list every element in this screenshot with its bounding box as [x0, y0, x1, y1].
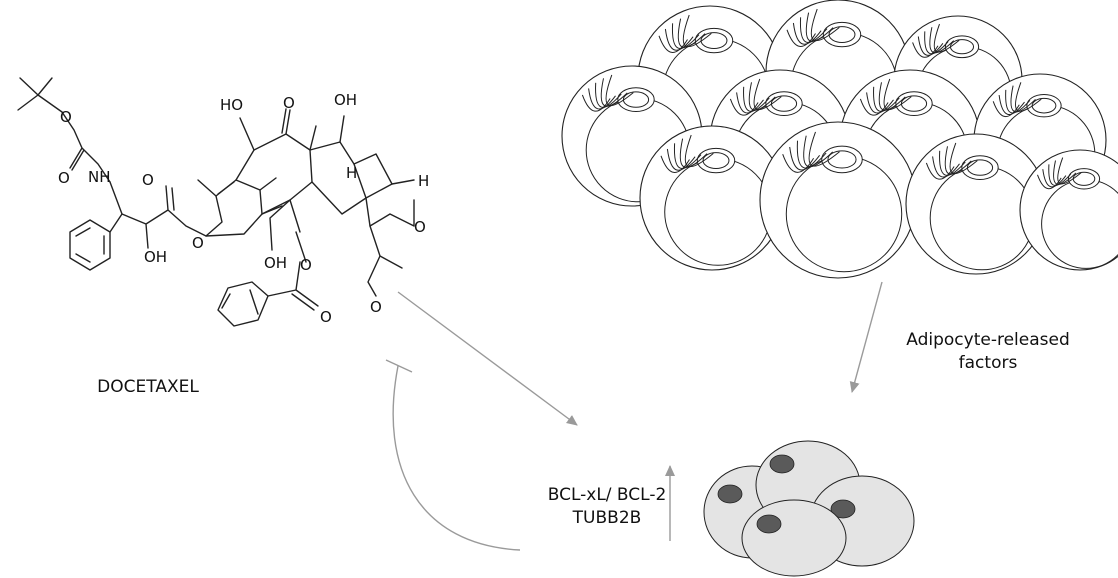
- adipocyte-cell: [639, 125, 785, 271]
- atom-h-1: H: [346, 164, 357, 182]
- adipocyte-label-line2: factors: [959, 353, 1018, 373]
- atom-o-benzoyl: O: [320, 308, 332, 326]
- docetaxel-structure: HO O OH O O NH O O OH OH O O O O H H: [17, 77, 429, 327]
- inhibition-curve: [392, 365, 521, 551]
- cancer-cell: [741, 499, 847, 577]
- nucleus: [769, 454, 795, 474]
- inhibition-bar: [385, 359, 413, 373]
- atom-o-oxetane: O: [414, 218, 426, 236]
- drug-name-label: DOCETAXEL: [97, 377, 199, 397]
- nucleus: [717, 484, 743, 504]
- nucleus: [756, 514, 782, 534]
- drug-to-cells-arrow: [397, 291, 578, 426]
- atom-o-ketone: O: [283, 94, 295, 112]
- atom-oh-ring: OH: [264, 254, 287, 272]
- cancer-cell-cluster: [703, 440, 915, 577]
- atom-o-benzoate: O: [300, 256, 312, 274]
- nucleus: [830, 499, 856, 519]
- adipocyte-label-line1: Adipocyte-released: [906, 330, 1069, 350]
- adipocyte-cell: [759, 121, 917, 279]
- resistance-genes-line2: TUBB2B: [572, 508, 642, 528]
- adipocyte-to-cells-arrow: [849, 281, 883, 393]
- atom-oh-side: OH: [144, 248, 167, 266]
- atom-ho-1: HO: [220, 96, 243, 114]
- atom-o-ester: O: [142, 171, 154, 189]
- adipocyte-cluster: [561, 0, 1118, 279]
- atom-nh: NH: [88, 168, 111, 186]
- atom-oh-top: OH: [334, 91, 357, 109]
- atom-h-2: H: [418, 172, 429, 190]
- adipocyte-cell: [1019, 149, 1118, 271]
- atom-o-acetyl: O: [370, 298, 382, 316]
- atom-o-link: O: [192, 234, 204, 252]
- adipocyte-cell: [905, 133, 1047, 275]
- atom-o-carbonyl: O: [58, 169, 70, 187]
- atom-o-carbamate: O: [60, 108, 72, 126]
- resistance-genes-line1: BCL-xL/ BCL-2: [548, 485, 667, 505]
